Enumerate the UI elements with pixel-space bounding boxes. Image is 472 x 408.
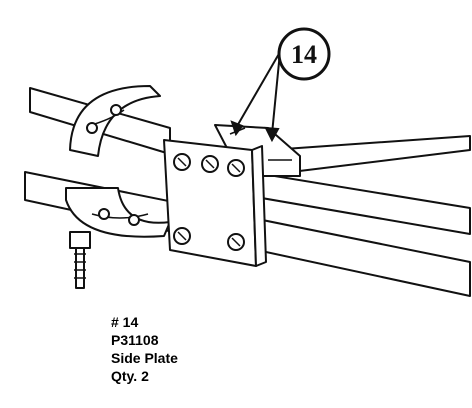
clamp-hole [98,208,110,220]
callout-number: 14 [291,40,317,69]
parts-diagram: 14 [24,27,471,297]
clamp-lower [65,187,171,238]
leader-arrow [264,126,280,143]
clamp-hole [86,122,98,134]
side-plate-edge [251,145,267,267]
part-name: Side Plate [111,350,178,366]
clamp-hole [110,104,122,116]
leader-arrow [230,120,244,137]
part-number: P31108 [111,332,159,348]
part-info: # 14 P31108 Side Plate Qty. 2 [111,313,178,385]
bolt-head [69,231,91,249]
clamp-upper [69,85,161,157]
leader-line [271,51,281,135]
bolt-shank [75,245,85,289]
part-quantity: Qty. 2 [111,368,149,384]
clamp-hole [128,214,140,226]
leader-line [235,51,281,129]
callout-circle [277,27,331,81]
part-ref: # 14 [111,314,139,330]
